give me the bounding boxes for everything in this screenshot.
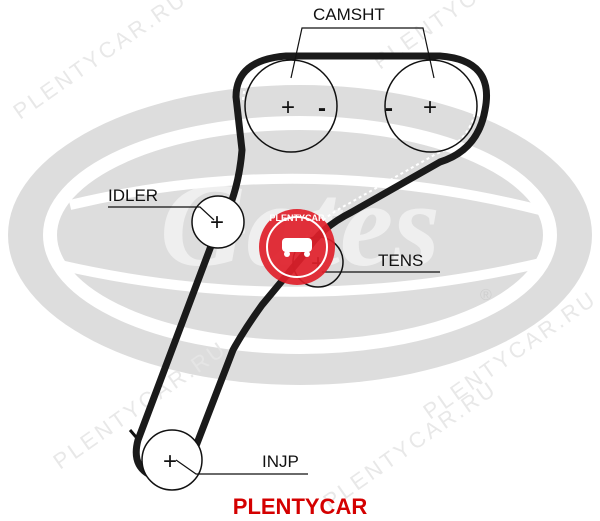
camshaft-pulley-1: + - [244,59,338,153]
injp-label: INJP [262,452,299,471]
plus-sign: + [281,94,295,121]
car-wheel-icon [304,251,310,257]
camshaft-leader [290,27,435,79]
idler-leader [108,206,215,221]
registered-mark: ® [480,287,495,304]
camshaft-label: CAMSHT [313,5,385,24]
tensioner-label: TENS [378,251,423,270]
idler-label: IDLER [108,186,158,205]
plus-sign: + [423,94,437,121]
badge-text: PLENTYCAR [269,213,325,223]
minus-sign: - [318,95,326,122]
car-wheel-icon [284,251,290,257]
injection-pump-pulley: + [128,429,203,491]
leader-lines [108,27,440,475]
minus-sign: - [385,95,393,122]
plus-sign: + [210,209,224,236]
camshaft-pulley-2: + - [384,59,478,153]
car-icon [282,238,312,252]
footer-brand: PLENTYCAR [233,494,368,519]
timing-mark [128,429,138,438]
injp-leader [175,459,308,475]
plentycar-badge: PLENTYCAR [259,209,335,285]
plus-sign: + [163,448,177,475]
idler-pulley: + [191,195,245,249]
